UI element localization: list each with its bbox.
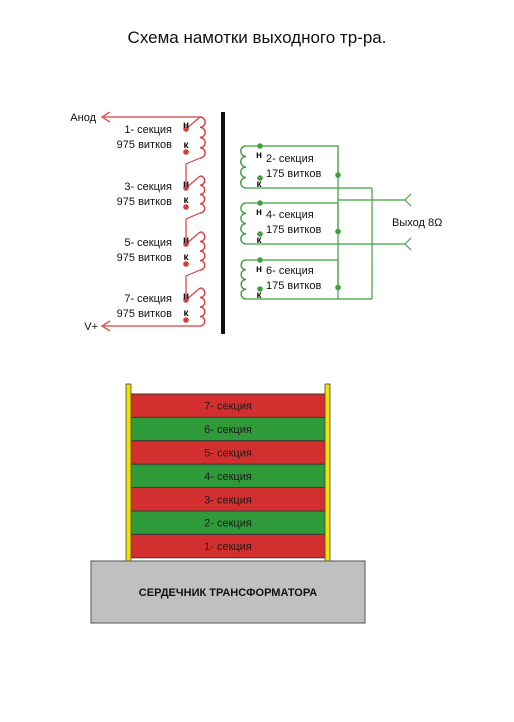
bobbin-side-left bbox=[125, 383, 132, 567]
primary-section-turns: 975 витков bbox=[117, 252, 172, 264]
primary-tap-end-dot bbox=[183, 261, 189, 267]
secondary-tap-end-label: к bbox=[256, 179, 262, 190]
primary-tap-start-label: н bbox=[183, 120, 189, 131]
stack-layer-label: 2- секция bbox=[204, 518, 252, 530]
primary-series-link bbox=[185, 212, 201, 220]
primary-section-name: 7- секция bbox=[124, 293, 172, 305]
stack-layer-label: 3- секция bbox=[204, 494, 252, 506]
primary-series-link bbox=[185, 269, 201, 277]
primary-series-link bbox=[185, 157, 201, 165]
secondary-section-turns: 175 витков bbox=[266, 280, 321, 292]
secondary-section-name: 2- секция bbox=[266, 153, 314, 165]
secondary-section-name: 4- секция bbox=[266, 209, 314, 221]
primary-tap-end-dot bbox=[183, 149, 189, 155]
output-arrow-top bbox=[404, 193, 412, 207]
primary-section-name: 3- секция bbox=[124, 181, 172, 193]
primary-tap-end-label: к bbox=[183, 140, 189, 151]
secondary-coil-4 bbox=[240, 259, 247, 300]
stack-layer-label: 1- секция bbox=[204, 541, 252, 553]
primary-tap-lead bbox=[185, 231, 201, 245]
secondary-section-turns: 175 витков bbox=[266, 224, 321, 236]
vplus-label: V+ bbox=[84, 321, 98, 333]
secondary-tap-end-dot bbox=[257, 286, 263, 292]
vplus-arrow bbox=[100, 320, 111, 332]
primary-coil-2 bbox=[199, 175, 206, 214]
stack-layer-label: 7- секция bbox=[204, 401, 252, 413]
secondary-section-turns: 175 витков bbox=[266, 168, 321, 180]
core-bar bbox=[221, 112, 225, 334]
primary-section-name: 5- секция bbox=[124, 237, 172, 249]
secondary-tap-start-label: н bbox=[256, 150, 262, 161]
anode-arrow bbox=[100, 111, 111, 123]
stack-layer-label: 5- секция bbox=[204, 448, 252, 460]
secondary-coil-3 bbox=[240, 202, 247, 245]
secondary-tap-end-label: к bbox=[256, 290, 262, 301]
stack-layer-label: 6- секция bbox=[204, 424, 252, 436]
transformer-core-block bbox=[90, 560, 366, 624]
primary-tap-end-label: к bbox=[183, 308, 189, 319]
diagram-title: Схема намотки выходного тр-ра. bbox=[127, 28, 387, 47]
secondary-tap-end-dot bbox=[257, 231, 263, 237]
primary-tap-end-dot bbox=[183, 204, 189, 210]
secondary-coil-2 bbox=[240, 145, 247, 189]
stack-layer-label: 4- секция bbox=[204, 471, 252, 483]
secondary-tap-end-dot bbox=[257, 175, 263, 181]
secondary-section-name: 6- секция bbox=[266, 265, 314, 277]
primary-coil-3 bbox=[199, 231, 206, 271]
primary-section-turns: 975 витков bbox=[117, 139, 172, 151]
primary-section-turns: 975 витков bbox=[117, 196, 172, 208]
secondary-tap-start-label: н bbox=[256, 264, 262, 275]
core-label: СЕРДЕЧНИК ТРАНСФОРМАТОРА bbox=[139, 587, 317, 599]
secondary-tap-start-label: н bbox=[256, 207, 262, 218]
primary-tap-lead bbox=[185, 116, 201, 130]
anode-label: Анод bbox=[70, 112, 96, 124]
primary-section-turns: 975 витков bbox=[117, 308, 172, 320]
bobbin-side-right bbox=[324, 383, 331, 567]
output-label: Выход 8Ω bbox=[392, 217, 442, 229]
output-arrow-bottom bbox=[404, 237, 412, 251]
primary-tap-lead bbox=[185, 287, 201, 301]
primary-coil-4 bbox=[199, 287, 206, 327]
primary-tap-lead bbox=[185, 175, 201, 189]
primary-coil-1 bbox=[199, 116, 206, 159]
primary-tap-end-label: к bbox=[183, 195, 189, 206]
primary-tap-end-dot bbox=[183, 317, 189, 323]
primary-tap-end-label: к bbox=[183, 252, 189, 263]
primary-section-name: 1- секция bbox=[124, 124, 172, 136]
secondary-tap-end-label: к bbox=[256, 235, 262, 246]
